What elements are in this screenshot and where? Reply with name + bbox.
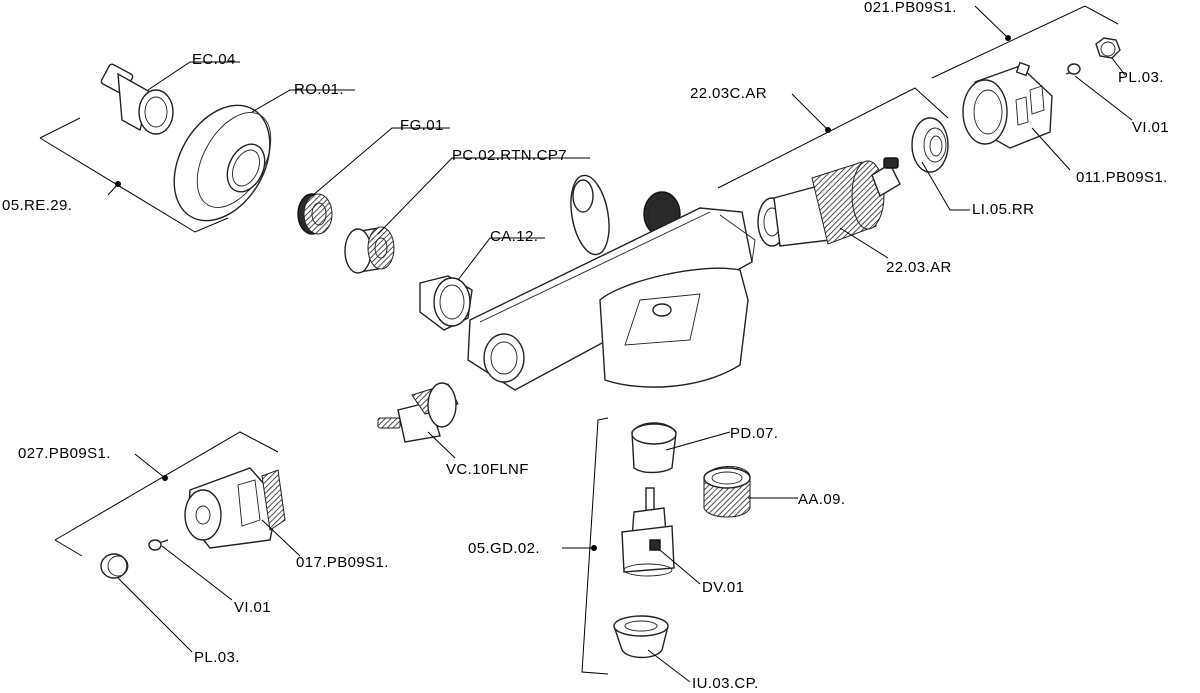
label-vi01-top: VI.01 <box>1132 119 1169 136</box>
diverter-knob-part <box>631 422 677 474</box>
label-027-pb09s1: 027.PB09S1. <box>18 445 111 462</box>
label-05-gd-02: 05.GD.02. <box>468 540 540 557</box>
label-pd07: PD.07. <box>730 425 778 442</box>
label-fg01: FG.01 <box>400 117 444 134</box>
diverter-part <box>621 487 675 577</box>
label-ro01: RO.01. <box>294 81 344 98</box>
filter-part <box>297 193 333 235</box>
bracket-22-03c-ar <box>717 87 949 189</box>
label-021-pb09s1: 021.PB09S1. <box>864 0 957 16</box>
screw-part-top <box>1065 63 1081 75</box>
label-ca12: CA.12. <box>490 228 538 245</box>
label-pl03-top: PL.03. <box>1118 69 1164 86</box>
label-vc10flnf: VC.10FLNF <box>446 461 529 478</box>
cap-part-bottom <box>100 553 129 579</box>
insert-part <box>613 615 669 659</box>
cap-part-top <box>1095 37 1121 59</box>
label-dv01: DV.01 <box>702 579 744 596</box>
label-011-pb09s1: 011.PB09S1. <box>1076 169 1168 186</box>
label-aa09: AA.09. <box>798 491 845 508</box>
label-li05-rr: LI.05.RR <box>972 201 1034 218</box>
cartridge-valve-part <box>377 382 459 443</box>
nut-part <box>419 275 473 331</box>
eccentric-fitting-part <box>100 63 174 135</box>
bracket-027-pb09s1 <box>54 431 279 557</box>
bracket-05-re-29 <box>39 117 229 233</box>
thermostatic-cartridge-part <box>757 157 901 247</box>
label-iu03-cp: IU.03.CP. <box>692 675 759 692</box>
aerator-part <box>703 465 751 518</box>
bracket-05-gd-02 <box>581 417 609 675</box>
bracket-021-pb09s1 <box>931 5 1119 79</box>
label-017-pb09s1: 017.PB09S1. <box>296 554 389 571</box>
label-22-03c-ar: 22.03C.AR <box>690 85 767 102</box>
label-pc02-rtn-cp7: PC.02.RTN.CP7 <box>452 147 567 164</box>
check-valve-part <box>344 226 395 274</box>
screw-part-bottom <box>148 539 169 551</box>
label-22-03-ar: 22.03.AR <box>886 259 952 276</box>
thermostatic-handle-part <box>962 61 1053 149</box>
label-pl03-bottom: PL.03. <box>194 649 240 666</box>
label-vi01-bottom: VI.01 <box>234 599 271 616</box>
label-ec04: EC.04 <box>192 51 236 68</box>
label-05-re-29: 05.RE.29. <box>2 197 72 214</box>
leader-lines <box>107 5 1133 683</box>
limiter-ring-part <box>911 117 949 173</box>
rosette-part <box>173 104 272 222</box>
flow-handle-part <box>184 467 286 549</box>
mixer-body-part <box>467 174 756 391</box>
